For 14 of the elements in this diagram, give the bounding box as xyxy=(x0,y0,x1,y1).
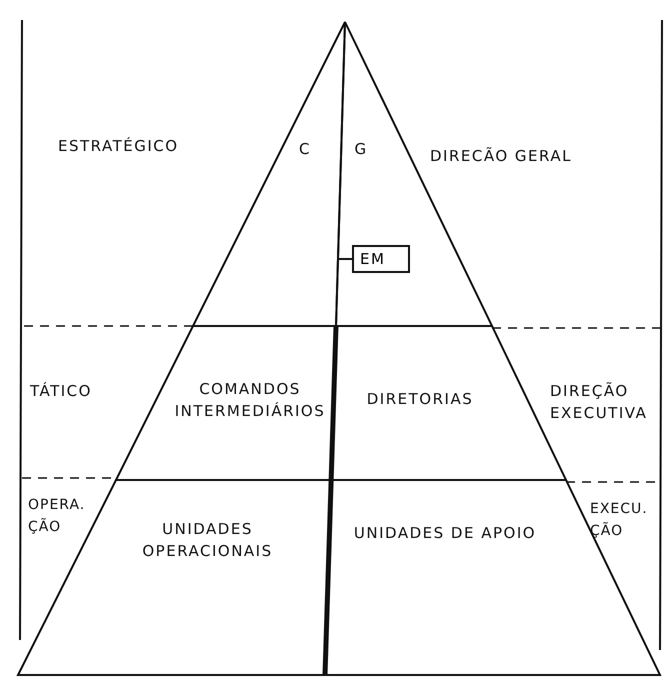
connector-line xyxy=(338,258,352,260)
level-label: EXECU. ÇÃO xyxy=(590,500,649,541)
staff-box: EM xyxy=(352,245,410,273)
section-label: COMANDOS INTERMEDIÁRIOS xyxy=(174,379,326,422)
section-label: UNIDADES DE APOIO xyxy=(352,523,538,544)
level-label: TÁTICO xyxy=(30,381,93,402)
level-label: OPERA. ÇÃO xyxy=(28,496,86,537)
section-label: C xyxy=(298,139,312,160)
level-label: ESTRATÉGICO xyxy=(58,136,180,157)
level-label: DIRECÃO GERAL xyxy=(430,146,573,167)
level-label: DIREÇÃO EXECUTIVA xyxy=(550,381,648,424)
section-label: UNIDADES OPERACIONAIS xyxy=(141,519,274,562)
section-label: G xyxy=(353,139,369,160)
section-label: DIRETORIAS xyxy=(366,389,474,410)
